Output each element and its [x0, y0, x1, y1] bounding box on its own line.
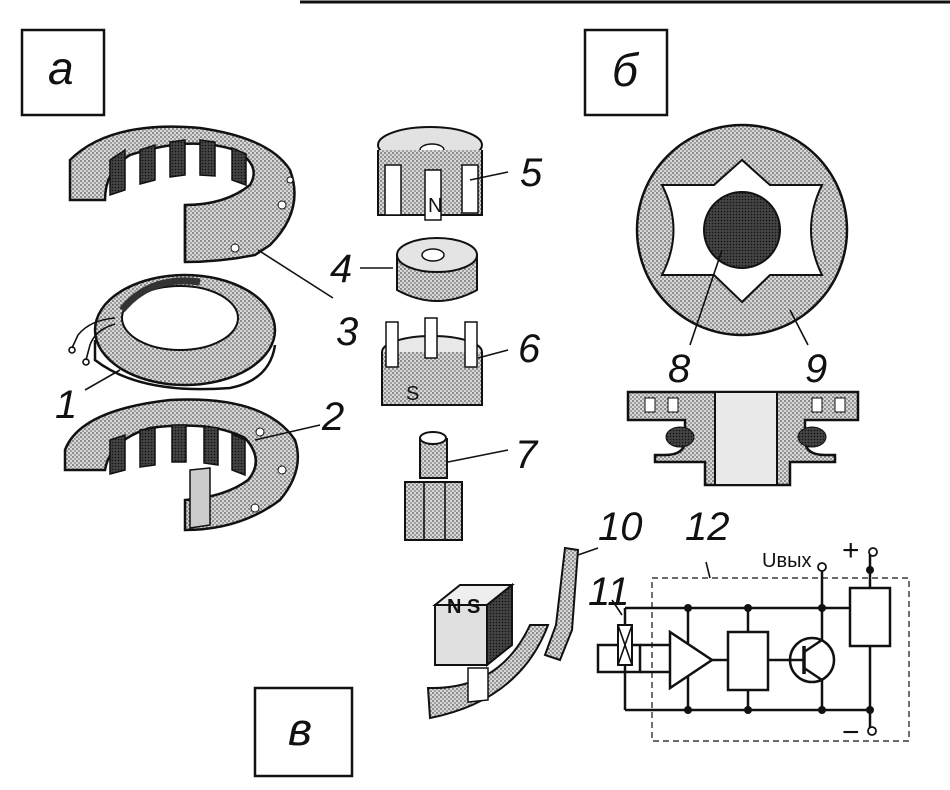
ring-magnet: [396, 237, 478, 302]
magnetic-circuit: [426, 624, 550, 720]
upper-pole-piece: [68, 125, 296, 264]
callout-9: 9: [805, 347, 827, 391]
leaders-a: [84, 171, 509, 463]
lower-pole-piece: [63, 398, 300, 532]
panel-b-letter: б: [612, 44, 640, 96]
pole-mark-s: S: [406, 383, 419, 405]
callout-1: 1: [55, 383, 77, 427]
callout-5: 5: [520, 151, 543, 195]
panel-b-label: б: [583, 28, 669, 117]
callout-11: 11: [588, 570, 630, 614]
panel-a-label: а: [20, 28, 106, 117]
rotor-s-poles: S: [381, 317, 483, 406]
callout-2: 2: [321, 395, 344, 439]
callout-3: 3: [336, 310, 358, 354]
section-view: [626, 390, 860, 487]
callout-7: 7: [515, 433, 539, 477]
leader-10: [577, 547, 599, 556]
leader-11: [611, 599, 623, 616]
hall-ic-circuit: [596, 547, 910, 742]
output-voltage-label: Uвых: [762, 550, 811, 572]
permanent-magnet: N S: [432, 582, 515, 668]
leader-12: [705, 561, 711, 579]
shutter-blade: [543, 546, 580, 662]
callout-6: 6: [518, 327, 541, 371]
panel-v-label: в: [253, 686, 354, 778]
callout-8: 8: [668, 347, 691, 391]
leaders-b: [689, 249, 809, 346]
callout-10: 10: [598, 505, 643, 549]
panel-a-letter: а: [48, 42, 74, 94]
plus-terminal-label: +: [842, 534, 860, 567]
callout-12: 12: [685, 505, 730, 549]
minus-terminal-label: −: [842, 716, 860, 749]
pole-mark-n: N: [428, 195, 442, 217]
panel-v-letter: в: [288, 703, 312, 755]
coil-winding: [68, 273, 277, 391]
rotor-n-poles: N: [377, 126, 483, 221]
callout-4: 4: [330, 247, 352, 291]
top-view: [635, 123, 849, 337]
shaft-bushing: [404, 431, 463, 541]
magnet-poles: N S: [447, 596, 480, 618]
